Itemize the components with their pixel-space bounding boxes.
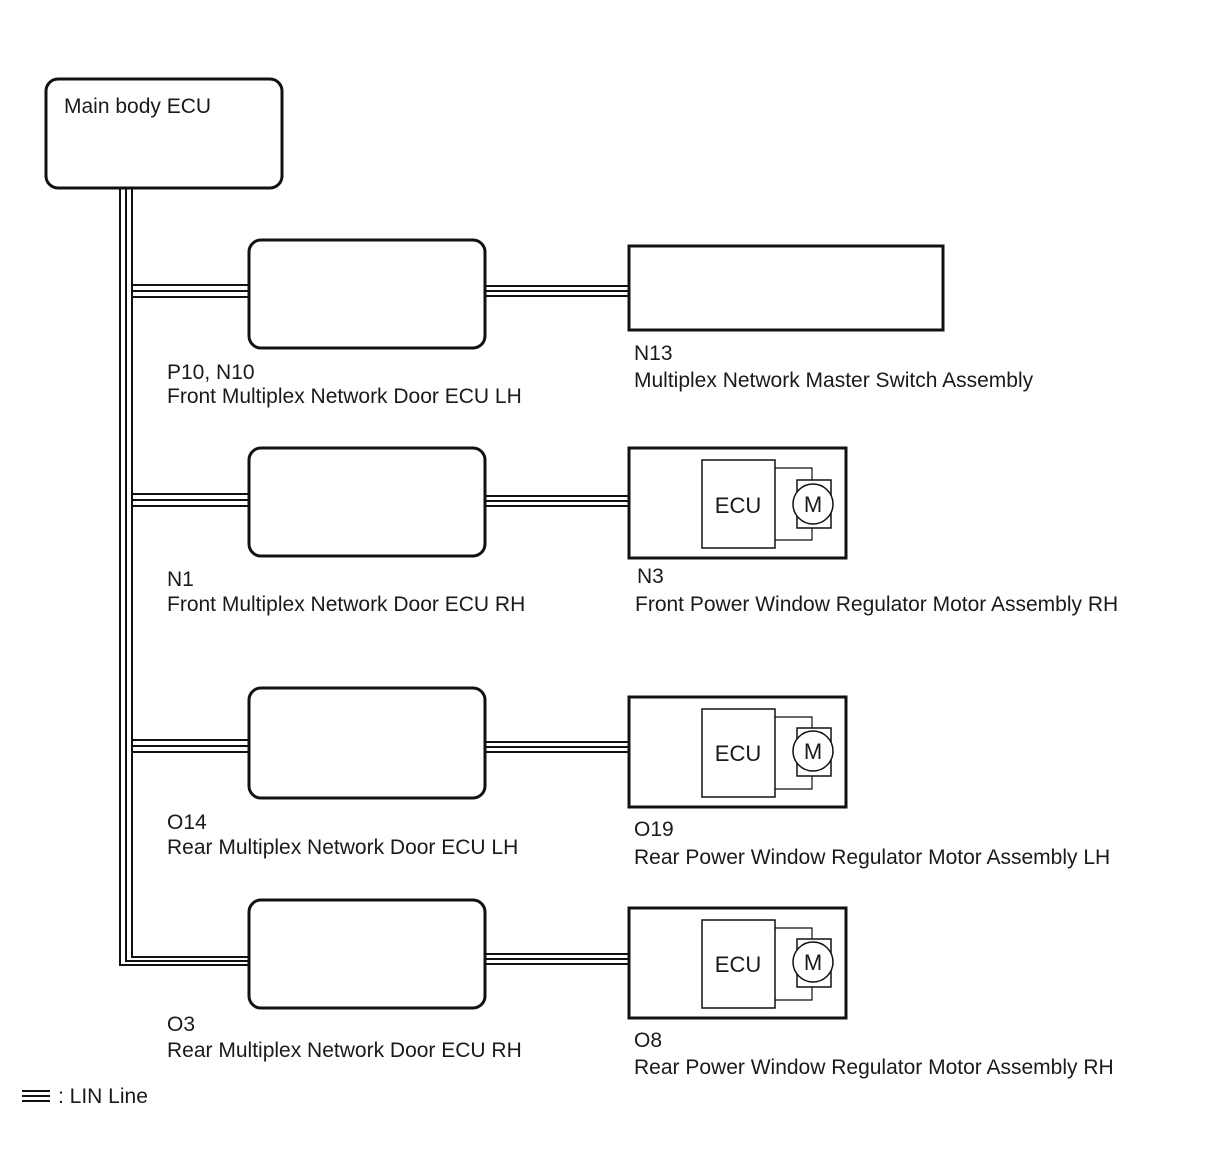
motor-icon [792,483,834,525]
motor-assembly-n3: ECU M [627,446,848,560]
component-name: Rear Power Window Regulator Motor Assemb… [634,1056,1114,1079]
front-door-ecu-lh-box [247,238,487,350]
motor-ecu-block [701,919,776,1009]
motor-m-text: M [804,492,822,517]
component-code: N3 [637,565,664,588]
component-code: O19 [634,818,674,841]
motor-ecu-text: ECU [715,741,761,766]
motor-m-text: M [804,739,822,764]
motor-ecu-block [701,708,776,798]
component-code: O14 [167,811,207,834]
component-code: P10, N10 [167,361,255,384]
lin-link-n3 [486,495,630,507]
component-name: Rear Power Window Regulator Motor Assemb… [634,846,1111,869]
motor-icon [792,730,834,772]
master-switch-box [627,244,945,332]
motor-ecu-text: ECU [715,493,761,518]
component-code: O8 [634,1029,663,1052]
lin-line-icon [22,1090,50,1102]
component-name: Front Multiplex Network Door ECU RH [167,593,526,616]
motor-icon [792,941,834,983]
component-code: N13 [634,342,673,365]
rear-door-ecu-lh-box [247,686,487,800]
component-name: Rear Multiplex Network Door ECU LH [167,836,519,859]
component-name: Front Multiplex Network Door ECU LH [167,385,522,408]
component-code: N1 [167,568,194,591]
rear-door-ecu-rh-box [247,898,487,1010]
front-door-ecu-rh-box [247,446,487,558]
motor-assembly-o8: ECU M [627,906,848,1020]
legend-label: : LIN Line [58,1085,148,1108]
motor-m-text: M [804,950,822,975]
lin-link-o19 [486,741,630,753]
lin-link-n13 [486,285,630,297]
main-body-ecu-box [44,77,284,190]
motor-ecu-block [701,459,776,549]
component-name: Multiplex Network Master Switch Assembly [634,369,1034,392]
main-body-ecu-label: Main body ECU [64,95,212,118]
lin-link-o8 [486,953,630,965]
motor-assembly-o19: ECU M [627,695,848,809]
component-name: Rear Multiplex Network Door ECU RH [167,1039,522,1062]
component-name: Front Power Window Regulator Motor Assem… [635,593,1119,616]
lin-trunk-line [119,188,248,966]
component-code: O3 [167,1013,196,1036]
motor-ecu-text: ECU [715,952,761,977]
lin-bus-lines [119,188,630,966]
